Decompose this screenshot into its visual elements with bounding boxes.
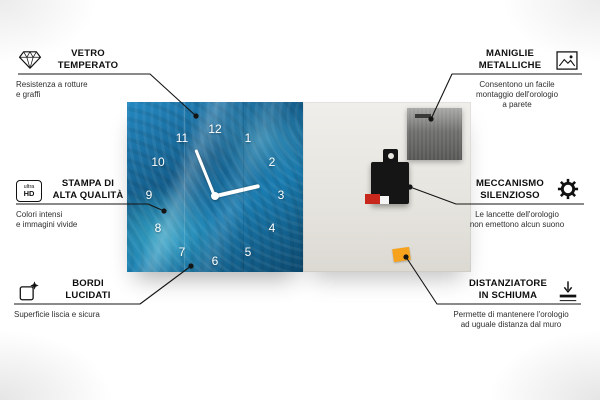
- clock-number: 5: [244, 245, 252, 259]
- clock-number: 7: [178, 245, 186, 259]
- clock-back-view: [303, 102, 471, 272]
- diamond-icon: [18, 51, 42, 69]
- ultra-hd-text-top: ultra: [23, 183, 35, 190]
- callout-title-stampa-alta-qualita: STAMPA DI ALTA QUALITÀ: [52, 178, 124, 201]
- wall-spacer-icon: [559, 281, 577, 302]
- clock-hands-cap: [211, 192, 219, 200]
- clock-number: 6: [211, 254, 219, 268]
- callout-subtitle-stampa-alta-qualita: Colori intensi e immagini vivide: [16, 210, 78, 229]
- clock-number: 2: [268, 155, 276, 169]
- callout-subtitle-meccanismo-silenzioso: Le lancette dell'orologio non emettono a…: [469, 210, 565, 229]
- clock-number: 12: [208, 122, 222, 136]
- polished-edge-icon: [19, 281, 39, 301]
- hanger-hole: [387, 153, 394, 159]
- callout-title-bordi-lucidati: BORDI LUCIDATI: [65, 278, 111, 301]
- foam-spacer: [392, 246, 411, 263]
- callout-subtitle-bordi-lucidati: Superficie liscia e sicura: [14, 310, 100, 319]
- ultra-hd-text-bottom: HD: [23, 189, 35, 198]
- clock-number: 1: [244, 131, 252, 145]
- ultra-hd-icon: ultra HD: [16, 180, 42, 202]
- clock-number: 10: [151, 155, 165, 169]
- callout-title-distanziatore-schiuma: DISTANZIATORE IN SCHIUMA: [468, 278, 548, 301]
- clock-number: 11: [175, 131, 189, 145]
- mechanism-battery: [365, 194, 380, 204]
- callout-title-maniglie-metalliche: MANIGLIE METALLICHE: [478, 48, 542, 71]
- callout-subtitle-maniglie-metalliche: Consentono un facile montaggio dell'orol…: [475, 80, 559, 109]
- callout-title-meccanismo-silenzioso: MECCANISMO SILENZIOSO: [476, 178, 544, 201]
- glass-reflection: [127, 102, 303, 272]
- clock-number: 3: [277, 188, 285, 202]
- callout-title-vetro-temperato: VETRO TEMPERATO: [57, 48, 119, 71]
- clock-front-view: 12 1 2 3 4 5 6 7 8 9 10 11: [127, 102, 303, 272]
- mounting-slot: [415, 114, 431, 118]
- callout-subtitle-vetro-temperato: Resistenza a rotture e graffi: [16, 80, 88, 99]
- clock-number: 8: [154, 221, 162, 235]
- gear-icon: [557, 178, 579, 200]
- picture-frame-icon: [556, 51, 578, 70]
- clock-number: 9: [145, 188, 153, 202]
- clock-number: 4: [268, 221, 276, 235]
- mechanism-cap: [380, 196, 389, 204]
- callout-subtitle-distanziatore-schiuma: Permette di mantenere l'orologio ad ugua…: [453, 310, 569, 329]
